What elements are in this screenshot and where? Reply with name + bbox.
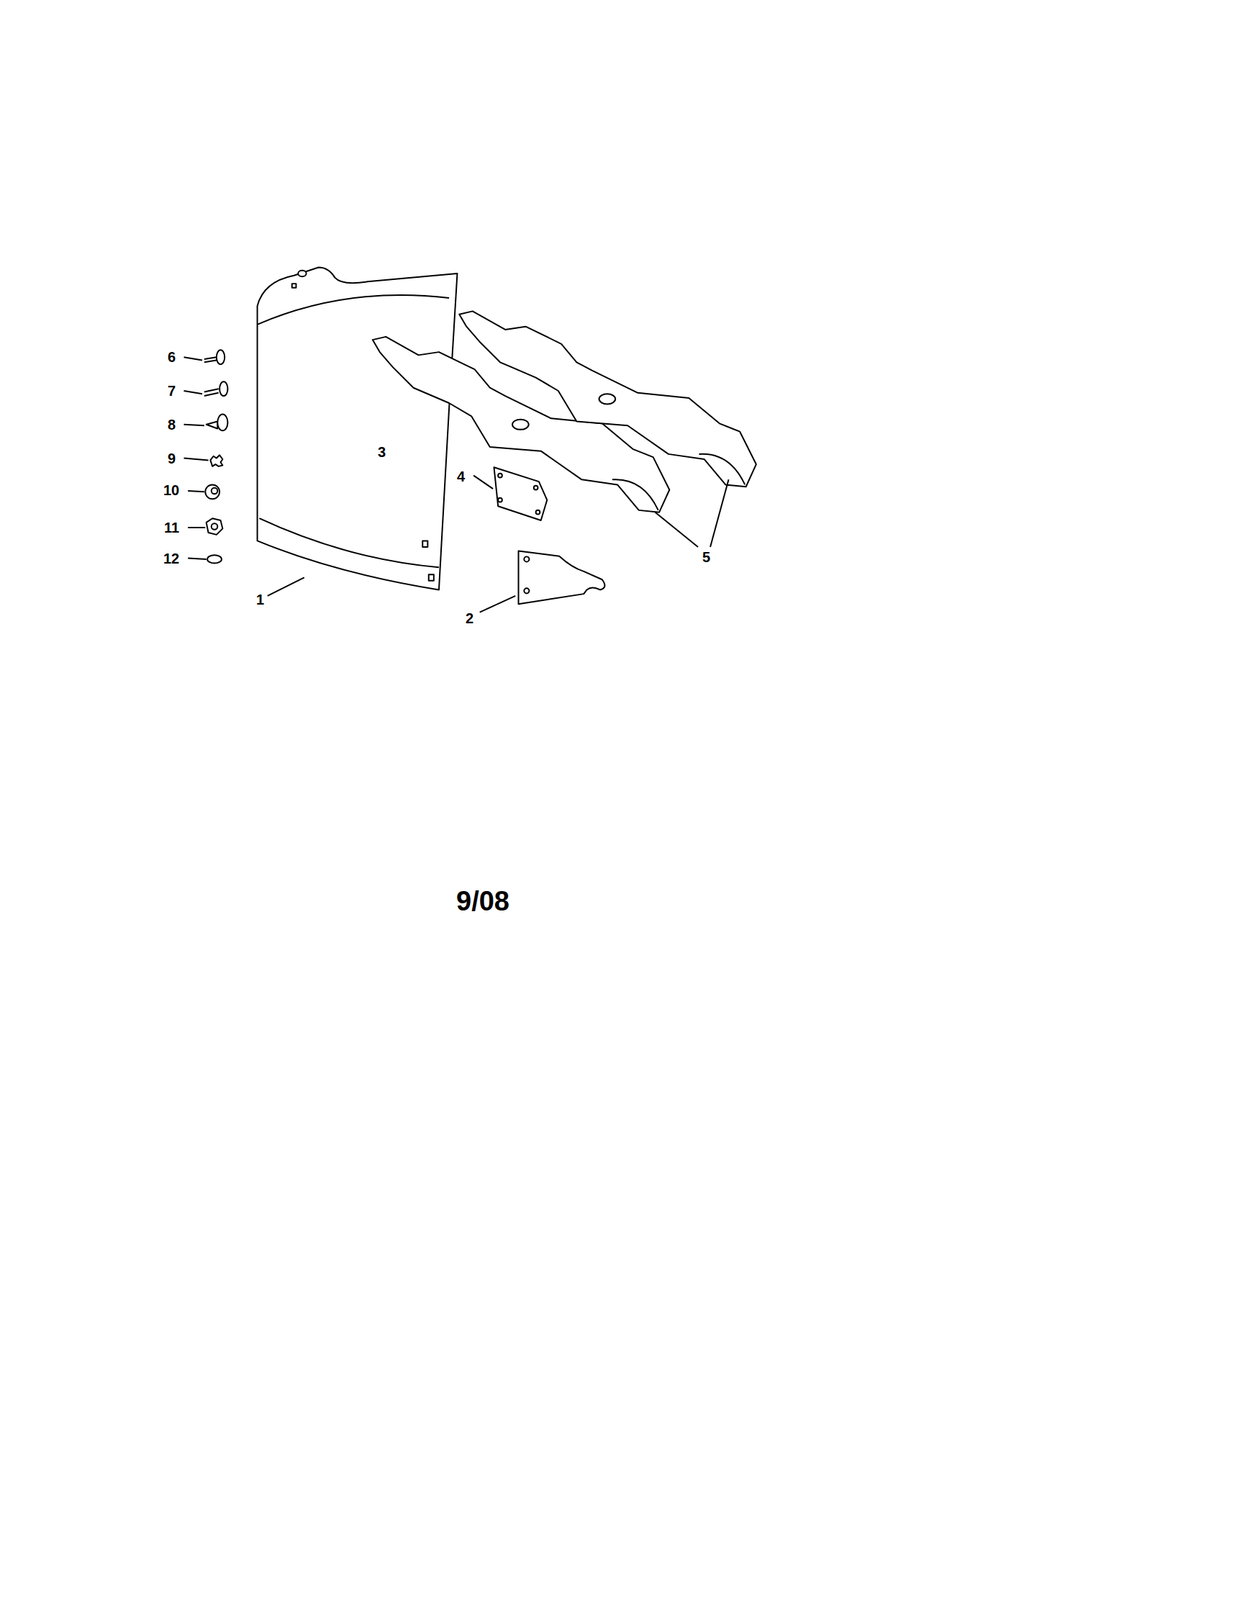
washer	[207, 554, 222, 563]
callout-number: 2	[465, 610, 474, 626]
mounting-plate	[479, 551, 606, 613]
star-nut	[210, 454, 223, 467]
callout-number: 12	[163, 551, 180, 566]
bolt	[206, 414, 229, 432]
callout-number: 5	[702, 549, 711, 565]
callout-number: 4	[456, 469, 465, 484]
callout-number: 10	[163, 482, 180, 498]
callout-number: 9	[167, 451, 176, 466]
flange-nut	[205, 484, 220, 499]
nut	[206, 518, 224, 535]
deflector-shield	[257, 266, 458, 596]
callout-number: 1	[256, 592, 265, 607]
callout-number: 3	[377, 444, 386, 460]
callout-number: 7	[167, 383, 176, 398]
date-code: 9/08	[456, 887, 510, 915]
bolt	[204, 349, 225, 365]
callout-number: 11	[164, 520, 180, 535]
callout-number: 8	[167, 417, 176, 432]
bolt	[204, 381, 229, 396]
callout-number: 6	[167, 349, 176, 365]
mounting-plate	[473, 467, 547, 521]
mower-blade	[459, 310, 757, 487]
